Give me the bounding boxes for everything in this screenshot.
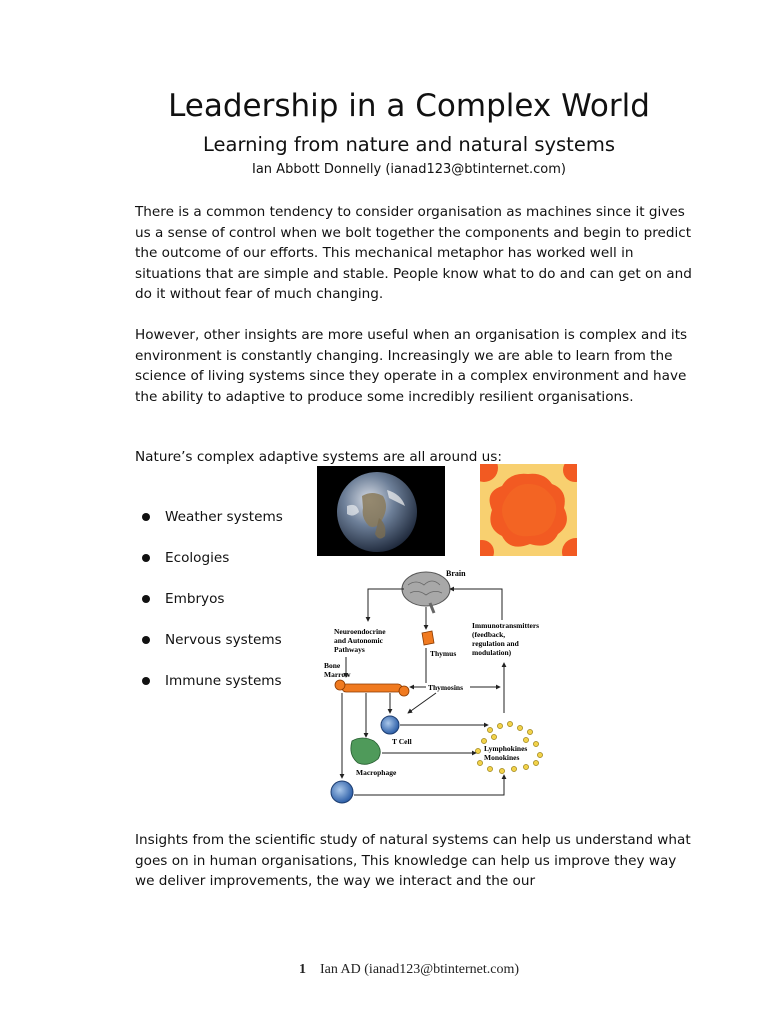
bullet-icon xyxy=(142,636,150,644)
label-brain: Brain xyxy=(446,569,466,578)
label-thymosins: Thymosins xyxy=(428,683,463,692)
paragraph-intro: There is a common tendency to consider o… xyxy=(135,204,692,302)
diagram-arrows xyxy=(339,586,507,796)
label-immuno-4: modulation) xyxy=(472,648,512,657)
bone-icon xyxy=(334,679,410,697)
cell-pattern-image xyxy=(480,464,577,556)
label-bone-1: Bone xyxy=(324,661,341,670)
paragraph-insights: However, other insights are more useful … xyxy=(135,327,688,405)
label-neuro-3: Pathways xyxy=(334,645,365,654)
list-item: Nervous systems xyxy=(140,628,283,669)
page-footer: 1 Ian AD (ianad123@btinternet.com) xyxy=(0,962,768,978)
label-neuro-1: Neuroendocrine xyxy=(334,627,386,636)
label-thymus: Thymus xyxy=(430,649,456,658)
page-number: 1 xyxy=(298,962,306,977)
label-neuro-2: and Autonomic xyxy=(334,636,384,645)
list-item: Immune systems xyxy=(140,669,283,710)
document-subtitle: Learning from nature and natural systems xyxy=(203,133,615,156)
label-lymphokines: Lymphokines xyxy=(484,744,527,753)
bullet-icon xyxy=(142,513,150,521)
label-monokines: Monokines xyxy=(484,753,520,762)
thymus-icon xyxy=(421,630,435,646)
document-author: Ian Abbott Donnelly (ianad123@btinternet… xyxy=(252,162,566,177)
list-item: Embryos xyxy=(140,587,283,628)
macrophage-icon xyxy=(350,737,381,765)
document-title: Leadership in a Complex World xyxy=(168,88,650,124)
t-cell-icon xyxy=(380,715,400,735)
label-t-cell: T Cell xyxy=(392,737,412,746)
brain-icon xyxy=(401,571,451,614)
list-item: Ecologies xyxy=(140,546,283,587)
label-immuno-1: Immunotransmitters xyxy=(472,621,539,630)
label-immuno-2: (feedback, xyxy=(472,630,505,639)
label-macrophage: Macrophage xyxy=(356,768,397,777)
paragraph-systems-lead: Nature’s complex adaptive systems are al… xyxy=(135,449,502,465)
bullet-icon xyxy=(142,595,150,603)
lymphokines-dots-icon xyxy=(475,721,543,774)
label-immuno-3: regulation and xyxy=(472,639,520,648)
bullet-icon xyxy=(142,554,150,562)
paragraph-conclusion: Insights from the scientific study of na… xyxy=(135,832,691,889)
systems-list: Weather systems Ecologies Embryos Nervou… xyxy=(140,505,283,710)
list-item: Weather systems xyxy=(140,505,283,546)
earth-image xyxy=(317,466,445,556)
bullet-icon xyxy=(142,677,150,685)
footer-text: Ian AD (ianad123@btinternet.com) xyxy=(319,962,520,977)
immune-system-diagram: Brain Neuroendocrine and Autonomic Pathw… xyxy=(324,569,543,804)
label-bone-2: Marrow xyxy=(324,670,351,679)
blood-cell-icon xyxy=(330,780,354,804)
